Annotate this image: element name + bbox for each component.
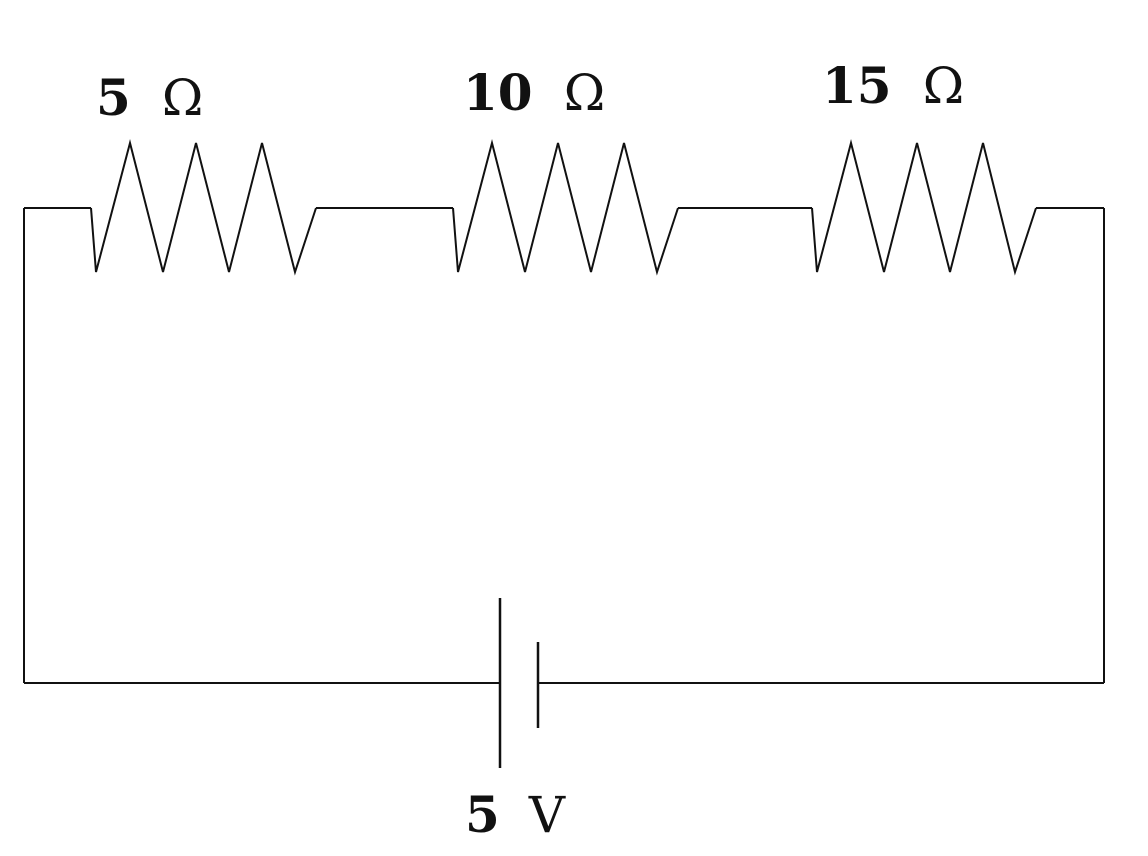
resistor-label-5-ohm: 5 Ω (96, 68, 203, 127)
battery-symbol (498, 598, 540, 768)
resistor-label-10-ohm: 10 Ω (463, 63, 605, 122)
top-wire (23, 207, 1105, 683)
resistor-label-15-ohm: 15 Ω (822, 56, 964, 115)
resistor-10-ohm (452, 139, 679, 276)
battery-label-5-volt: 5 V (465, 785, 566, 844)
resistor-5-ohm (90, 139, 317, 276)
resistor-15-ohm (811, 139, 1037, 276)
